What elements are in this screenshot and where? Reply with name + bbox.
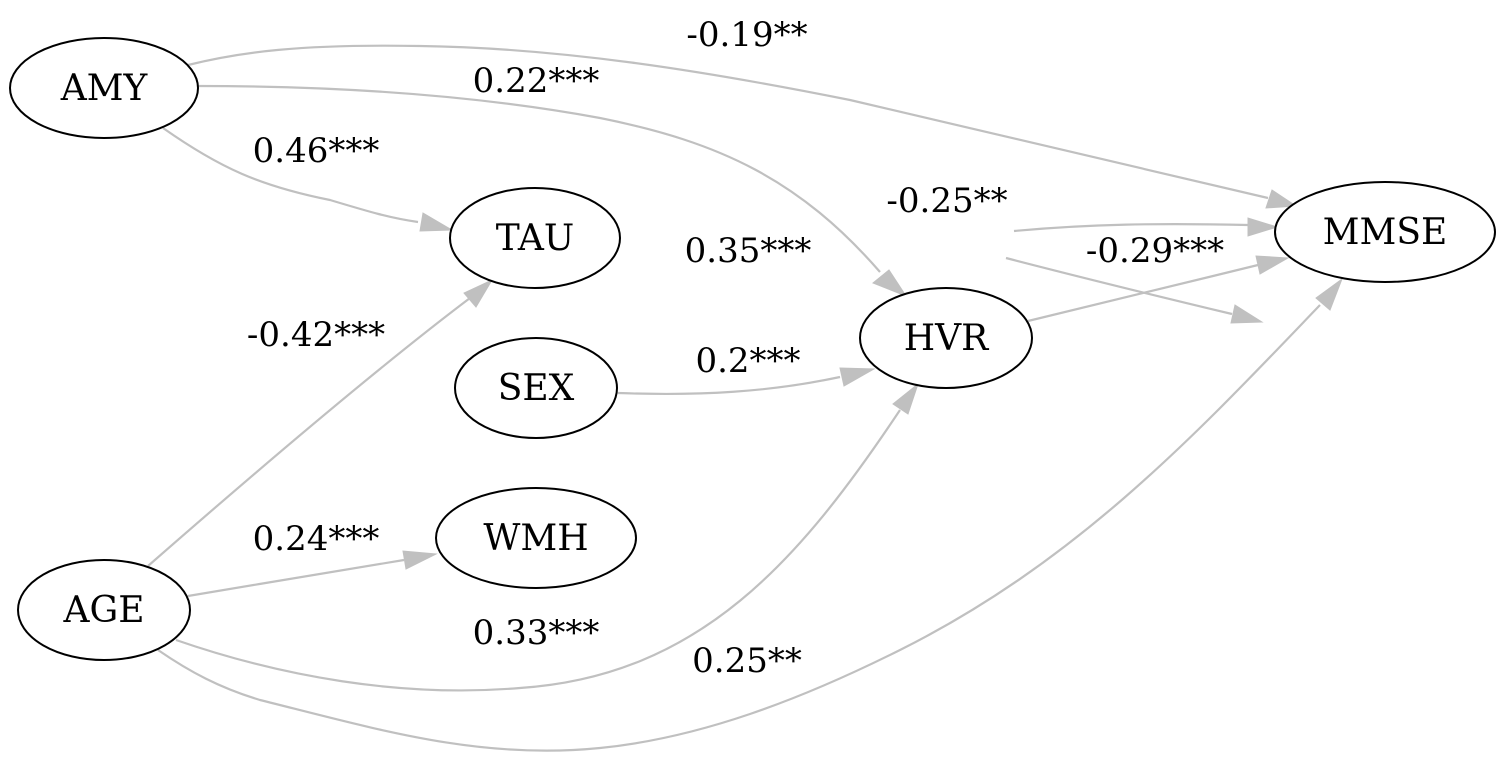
node-label: AMY <box>60 68 149 109</box>
node-amy: AMY <box>9 37 199 139</box>
edge-age-mmse <box>157 277 1344 752</box>
node-wmh: WMH <box>435 487 637 589</box>
node-hvr: HVR <box>859 287 1033 389</box>
edge-label-amy-hvr: 0.22*** <box>473 61 600 101</box>
node-label: SEX <box>498 368 575 409</box>
node-label: HVR <box>904 318 989 359</box>
edge-label-age-hvr: 0.33*** <box>473 613 600 653</box>
edge-age-wmh <box>187 550 438 598</box>
node-age: AGE <box>17 559 191 661</box>
edge-amy-mmse <box>187 44 1298 209</box>
node-label: TAU <box>496 218 574 259</box>
node-label: AGE <box>62 590 144 631</box>
edge-tau-mmse <box>1013 217 1279 237</box>
edge-tau-hvr <box>1005 256 1264 324</box>
edge-label-sex-hvr: 0.2*** <box>695 341 800 381</box>
edge-label-tau-mmse: -0.25** <box>886 181 1007 221</box>
edge-sex-hvr <box>617 367 876 396</box>
node-mmse: MMSE <box>1274 181 1496 283</box>
edge-label-amy-mmse: -0.19** <box>686 15 807 55</box>
edge-age-hvr <box>175 382 920 692</box>
node-label: MMSE <box>1323 212 1448 253</box>
edge-label-age-tau: -0.42*** <box>247 315 385 355</box>
edge-label-hvr-mmse: -0.29*** <box>1086 231 1224 271</box>
edge-label-age-wmh: 0.24*** <box>253 519 380 559</box>
edge-hvr-mmse <box>1027 255 1290 323</box>
edge-label-tau-hvr: 0.35*** <box>685 231 812 271</box>
edge-label-age-mmse: 0.25** <box>692 641 802 681</box>
node-label: WMH <box>483 518 588 559</box>
edge-label-amy-tau: 0.46*** <box>253 131 380 171</box>
node-tau: TAU <box>449 187 621 289</box>
edge-amy-tau <box>162 127 454 232</box>
edge-amy-hvr <box>197 84 908 298</box>
node-sex: SEX <box>454 337 618 439</box>
edge-age-tau <box>147 278 494 567</box>
